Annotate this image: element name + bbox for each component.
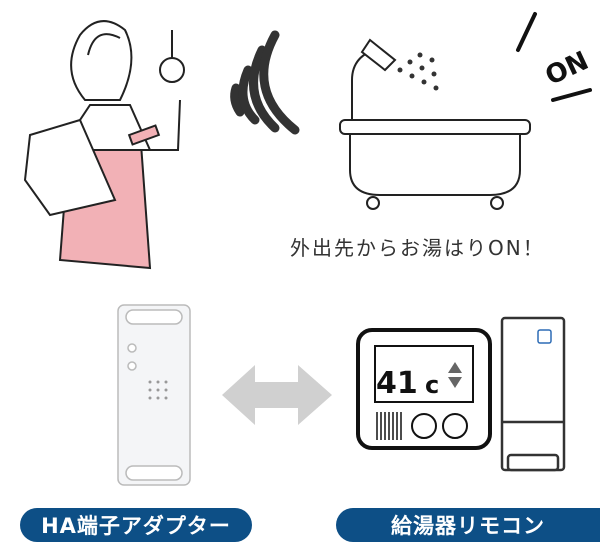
bathtub-shower-illustration	[339, 38, 531, 210]
water-heater-remote	[356, 328, 492, 450]
ha-adapter-device	[117, 304, 191, 486]
remote-temperature: 41	[376, 366, 418, 401]
on-burst-lines	[516, 12, 592, 102]
water-spray	[397, 52, 439, 91]
bidirectional-arrow-icon	[222, 365, 332, 425]
woman-with-phone-illustration	[23, 20, 185, 270]
wireless-unit-device	[500, 316, 566, 472]
wifi-signal-icon	[230, 30, 300, 135]
caption: 外出先からお湯はりON！	[290, 236, 545, 260]
remote-unit: c	[425, 371, 439, 399]
on-label: ON	[541, 46, 593, 92]
remote-label: 給湯器リモコン	[336, 508, 600, 542]
adapter-label: HA端子アダプター	[20, 508, 252, 542]
